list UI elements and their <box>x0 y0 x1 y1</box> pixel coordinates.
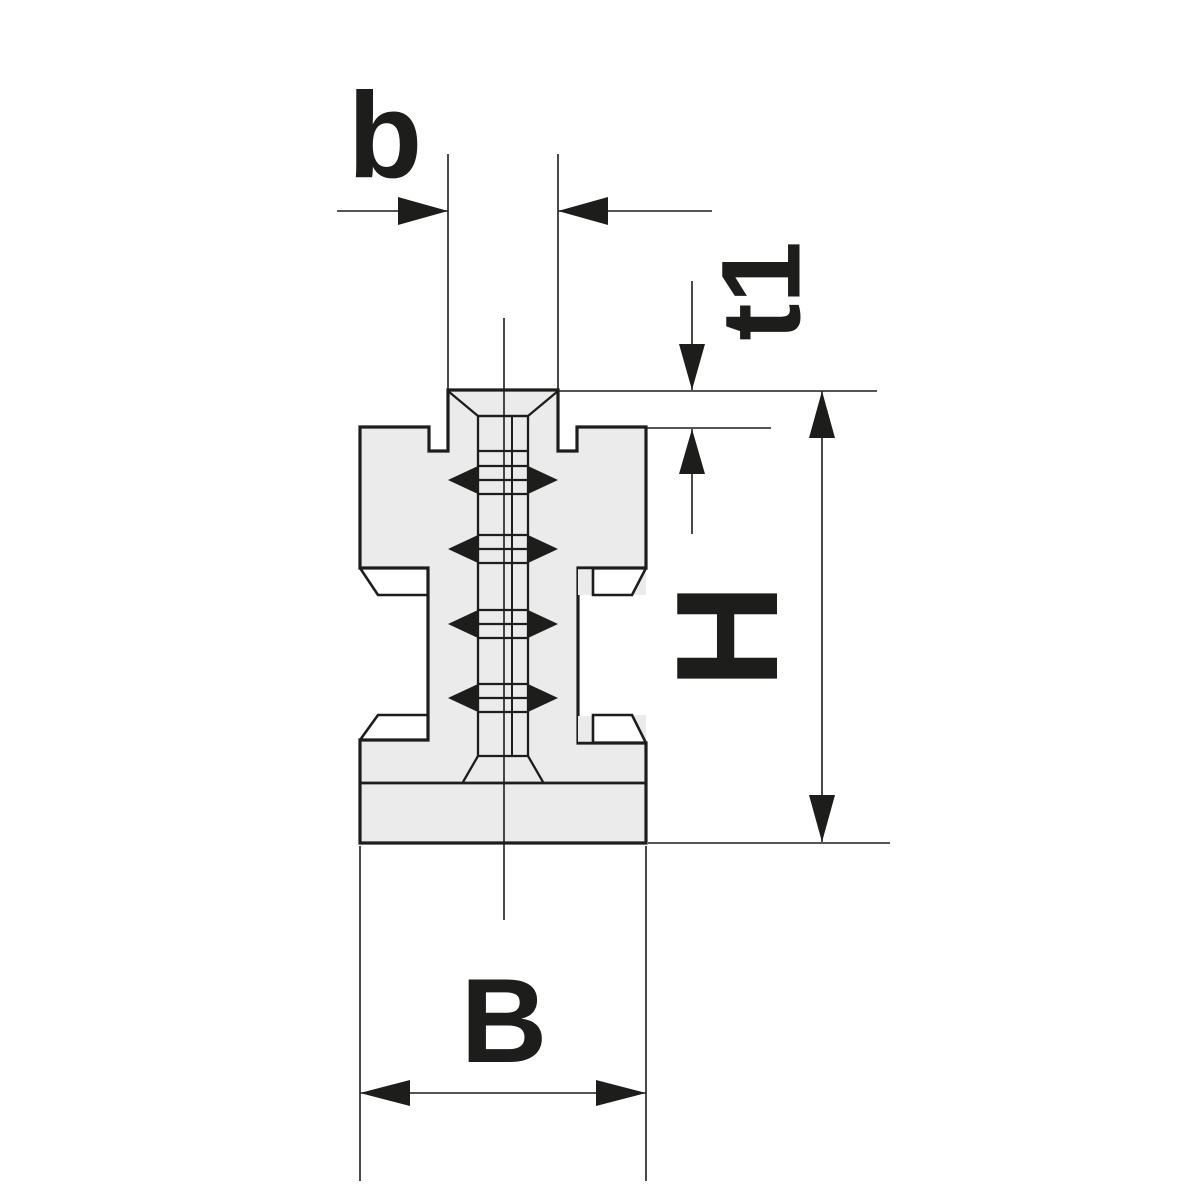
dimension-label-B: B <box>461 954 548 1088</box>
relief-groove-lines <box>358 566 648 745</box>
dimension-t1 <box>558 281 877 534</box>
arrowhead-down-icon <box>679 344 705 390</box>
dimension-B <box>359 846 647 1181</box>
arrowhead-down-icon <box>809 795 835 842</box>
thread-symbol <box>448 533 558 565</box>
dimension-label-H: H <box>646 584 808 689</box>
dimension-b <box>337 154 712 389</box>
thread-symbol <box>448 608 558 640</box>
dimension-label-b: b <box>348 67 423 203</box>
thread-symbol <box>448 464 558 496</box>
arrowhead-up-icon <box>809 391 835 438</box>
thread-symbols <box>448 464 558 714</box>
arrowhead-left-icon <box>558 197 608 225</box>
arrowhead-right-icon <box>596 1080 646 1106</box>
part-cross-section <box>358 318 648 920</box>
part-outline <box>358 388 648 845</box>
dimension-label-t1: t1 <box>699 241 824 341</box>
dimension-H <box>648 391 890 844</box>
arrowhead-right-icon <box>398 197 448 225</box>
thread-symbol <box>448 682 558 714</box>
arrowhead-left-icon <box>360 1080 410 1106</box>
arrowhead-up-icon <box>679 429 705 474</box>
